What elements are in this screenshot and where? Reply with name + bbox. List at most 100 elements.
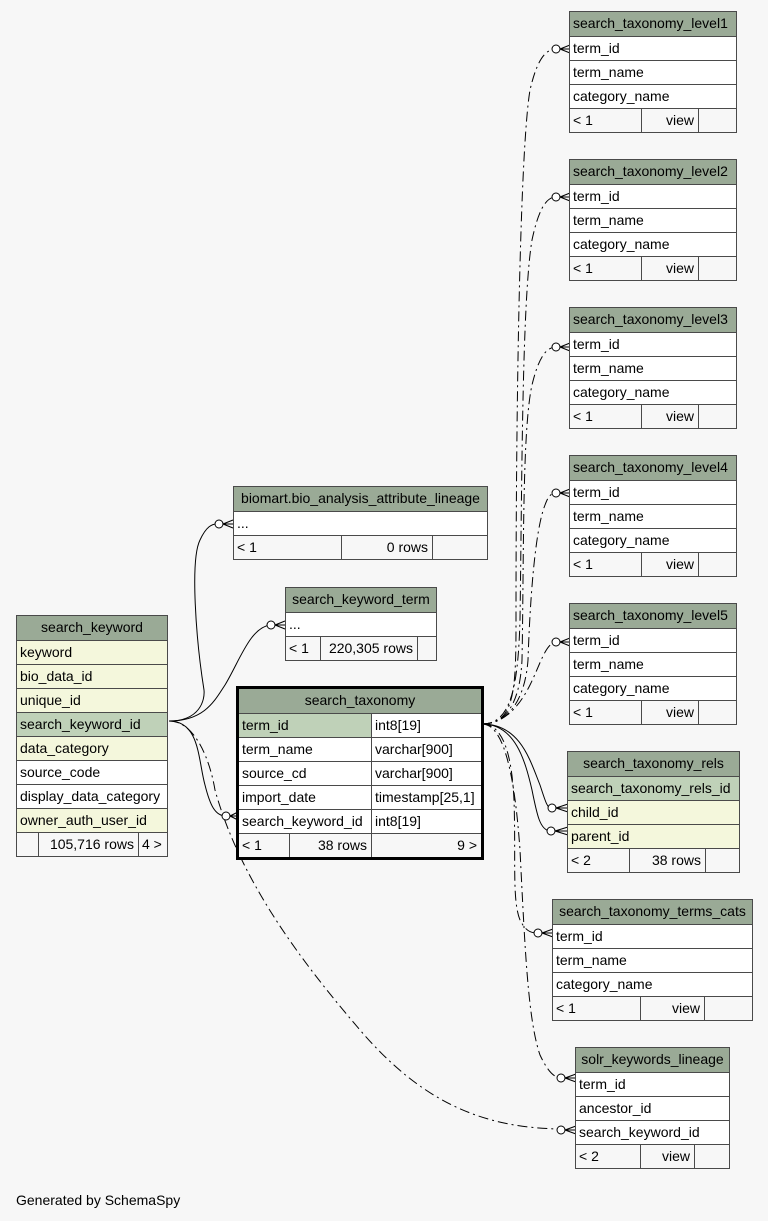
column-term-name: term_name: [242, 741, 313, 757]
column-term-id: term_id: [573, 188, 620, 204]
type-import-date: timestamp[25,1]: [371, 786, 481, 809]
table-search-taxonomy[interactable]: search_taxonomy term_id int8[19] term_na…: [236, 686, 484, 860]
table-search-taxonomy-level5[interactable]: search_taxonomy_level5 term_id term_name…: [569, 603, 737, 725]
table-search-taxonomy-level3[interactable]: search_taxonomy_level3 term_id term_name…: [569, 307, 737, 429]
edge-taxonomy-level4: [481, 492, 556, 725]
footer-parents[interactable]: < 1: [573, 556, 593, 572]
footer-rows: 220,305 rows: [320, 637, 417, 660]
edge-taxonomy-termscats: [481, 723, 538, 934]
edge-taxonomy-level5: [481, 641, 556, 725]
table-header[interactable]: search_taxonomy_level5: [570, 604, 736, 628]
column-source-cd: source_cd: [242, 765, 307, 781]
table-bio-analysis-attribute-lineage[interactable]: biomart.bio_analysis_attribute_lineage .…: [233, 486, 488, 560]
column-bio-data-id: bio_data_id: [20, 668, 93, 684]
edge-keyword-term: [168, 624, 271, 722]
edge-taxonomy-solr: [481, 723, 561, 1079]
column-child-id: child_id: [571, 804, 619, 820]
footer-children: [694, 1145, 729, 1168]
edge-taxonomy-level3: [481, 346, 556, 725]
table-header[interactable]: search_keyword_term: [286, 588, 436, 612]
table-header[interactable]: search_taxonomy_level2: [570, 160, 736, 184]
edge-taxonomy-level1: [481, 48, 556, 725]
column-term-id: term_id: [573, 632, 620, 648]
footer-parents[interactable]: < 1: [573, 112, 593, 128]
table-header[interactable]: search_taxonomy_terms_cats: [553, 900, 752, 924]
table-header[interactable]: search_taxonomy_rels: [568, 752, 739, 776]
table-header[interactable]: solr_keywords_lineage: [576, 1048, 729, 1072]
edge-taxonomy-rels-child: [481, 723, 552, 809]
column-term-id: term_id: [239, 714, 371, 737]
table-search-taxonomy-terms-cats[interactable]: search_taxonomy_terms_cats term_id term_…: [552, 899, 753, 1021]
table-header[interactable]: search_keyword: [17, 616, 167, 640]
column-data-category: data_category: [20, 740, 109, 756]
footer-children: [698, 405, 736, 428]
column-term-id: term_id: [573, 40, 620, 56]
column-search-keyword-id: search_keyword_id: [20, 716, 141, 732]
edge-keyword-taxonomy: [168, 720, 227, 817]
footer-parents[interactable]: < 1: [237, 539, 257, 555]
footer-rows: 38 rows: [289, 834, 371, 857]
table-header[interactable]: search_taxonomy: [239, 689, 481, 713]
footer-rows: 0 rows: [341, 536, 432, 559]
footer-parents[interactable]: < 1: [242, 837, 262, 853]
generated-by-credit: Generated by SchemaSpy: [16, 1192, 181, 1208]
column-keyword: keyword: [20, 644, 73, 660]
column-term-id: term_id: [556, 928, 603, 944]
footer-parents: [17, 833, 38, 856]
footer-parents[interactable]: < 1: [573, 260, 593, 276]
table-solr-keywords-lineage[interactable]: solr_keywords_lineage term_id ancestor_i…: [575, 1047, 730, 1169]
type-source-cd: varchar[900]: [371, 762, 481, 785]
table-search-taxonomy-rels[interactable]: search_taxonomy_rels search_taxonomy_rel…: [567, 751, 740, 873]
footer-children: [698, 553, 736, 576]
table-search-taxonomy-level4[interactable]: search_taxonomy_level4 term_id term_name…: [569, 455, 737, 577]
column-source-code: source_code: [20, 764, 101, 780]
column-term-name: term_name: [573, 212, 644, 228]
footer-parents[interactable]: < 1: [573, 704, 593, 720]
footer-children: [704, 997, 752, 1020]
column-term-name: term_name: [573, 656, 644, 672]
column-search-keyword-id: search_keyword_id: [242, 813, 363, 829]
type-search-keyword-id: int8[19]: [371, 810, 481, 833]
edge-taxonomy-rels-parent: [481, 723, 551, 832]
column-category-name: category_name: [556, 976, 653, 992]
footer-children: [698, 701, 736, 724]
column-term-name: term_name: [556, 952, 627, 968]
column-term-id: term_id: [579, 1076, 626, 1092]
edge-keyword-solr: [168, 720, 562, 1130]
table-search-keyword-term[interactable]: search_keyword_term ... < 1 220,305 rows: [285, 587, 437, 661]
footer-rows: view: [640, 997, 704, 1020]
column-ancestor-id: ancestor_id: [579, 1100, 652, 1116]
column-category-name: category_name: [573, 88, 670, 104]
table-search-taxonomy-level2[interactable]: search_taxonomy_level2 term_id term_name…: [569, 159, 737, 281]
footer-parents[interactable]: < 2: [571, 852, 591, 868]
column-term-name: term_name: [573, 508, 644, 524]
footer-children: [432, 536, 487, 559]
column-ellipsis: ...: [237, 515, 249, 531]
column-ellipsis: ...: [289, 616, 301, 632]
table-header[interactable]: search_taxonomy_level3: [570, 308, 736, 332]
table-search-taxonomy-level1[interactable]: search_taxonomy_level1 term_id term_name…: [569, 11, 737, 133]
table-header[interactable]: search_taxonomy_level4: [570, 456, 736, 480]
footer-parents[interactable]: < 1: [573, 408, 593, 424]
column-term-name: term_name: [573, 64, 644, 80]
footer-parents[interactable]: < 1: [289, 640, 309, 656]
column-category-name: category_name: [573, 680, 670, 696]
footer-children: [417, 637, 436, 660]
column-search-taxonomy-rels-id: search_taxonomy_rels_id: [571, 780, 731, 796]
type-term-id: int8[19]: [371, 714, 481, 737]
footer-children[interactable]: 9 >: [371, 834, 481, 857]
column-term-id: term_id: [573, 336, 620, 352]
footer-rows: view: [641, 109, 698, 132]
footer-children: [705, 849, 739, 872]
table-search-keyword[interactable]: search_keyword keyword bio_data_id uniqu…: [16, 615, 168, 857]
column-category-name: category_name: [573, 532, 670, 548]
table-header[interactable]: biomart.bio_analysis_attribute_lineage: [234, 487, 487, 511]
footer-children[interactable]: 4 >: [138, 833, 167, 856]
footer-rows: 38 rows: [629, 849, 705, 872]
type-term-name: varchar[900]: [371, 738, 481, 761]
edge-keyword-lineage: [168, 523, 220, 722]
table-header[interactable]: search_taxonomy_level1: [570, 12, 736, 36]
footer-parents[interactable]: < 2: [579, 1148, 599, 1164]
footer-children: [698, 257, 736, 280]
footer-parents[interactable]: < 1: [556, 1000, 576, 1016]
